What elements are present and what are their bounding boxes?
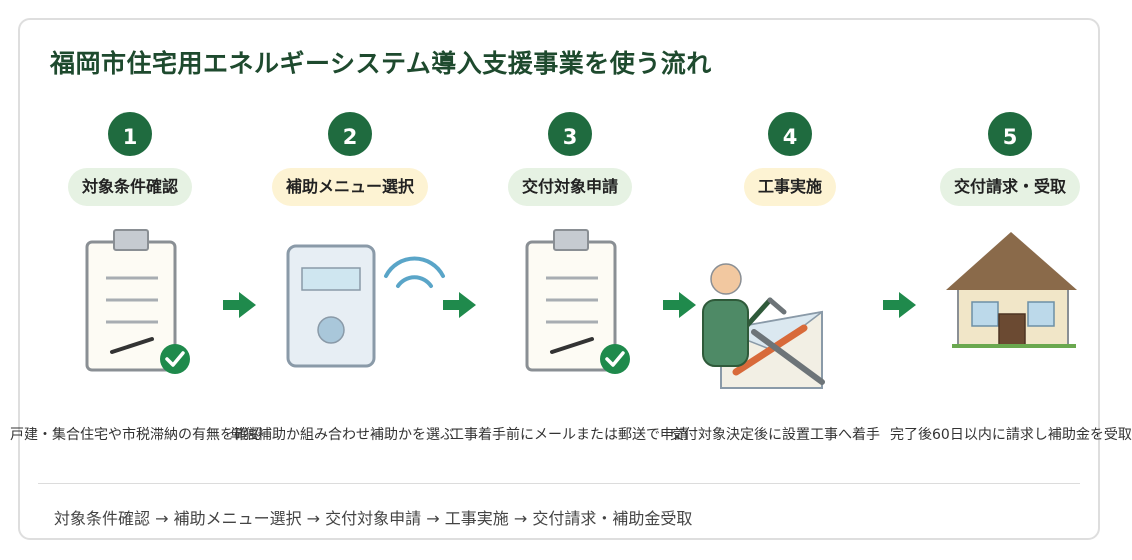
page-title: 福岡市住宅用エネルギーシステム導入支援事業を使う流れ <box>50 49 712 78</box>
arrow-right-icon <box>443 292 476 318</box>
arrow-right-icon <box>883 292 916 318</box>
step-label: 交付請求・受取 <box>939 168 1081 206</box>
step-label: 補助メニュー選択 <box>271 168 429 206</box>
step-3: 3 交付対象申請 <box>460 112 680 402</box>
step-description: 戸建・集合住宅や市税滞納の有無を確認 <box>10 427 262 443</box>
arrow-right-icon <box>223 292 256 318</box>
worker-installing-panel-icon <box>702 263 825 389</box>
smart-meter-icon <box>286 244 445 368</box>
clipboard-check-icon <box>85 229 190 374</box>
step-label: 工事実施 <box>743 168 837 206</box>
house-icon <box>946 232 1077 348</box>
flow-summary: 対象条件確認 → 補助メニュー選択 → 交付対象申請 → 工事実施 → 交付請求… <box>54 509 693 528</box>
clipboard-check-icon <box>525 229 630 374</box>
step-number-badge: 3 <box>548 112 592 156</box>
step-description: 工事着手前にメールまたは郵送で申請 <box>450 427 688 443</box>
divider <box>38 483 1080 484</box>
step-description: 単独補助か組み合わせ補助かを選ぶ <box>230 427 454 443</box>
step-label: 対象条件確認 <box>67 168 193 206</box>
arrow-right-icon <box>663 292 696 318</box>
step-1: 1 対象条件確認 <box>20 112 240 402</box>
step-number-badge: 2 <box>328 112 372 156</box>
step-number-badge: 4 <box>768 112 812 156</box>
step-2: 2 補助メニュー選択 <box>240 112 460 402</box>
step-description: 交付対象決定後に設置工事へ着手 <box>670 427 880 443</box>
step-4: 4 工事実施 <box>680 112 900 402</box>
step-number-badge: 5 <box>988 112 1032 156</box>
step-number-badge: 1 <box>108 112 152 156</box>
step-5: 5 交付請求・受取 <box>900 112 1120 402</box>
flow-card: 福岡市住宅用エネルギーシステム導入支援事業を使う流れ 1 対象条件確認 2 補助… <box>10 18 1132 540</box>
step-label: 交付対象申請 <box>507 168 633 206</box>
step-description: 完了後60日以内に請求し補助金を受取 <box>890 427 1132 443</box>
